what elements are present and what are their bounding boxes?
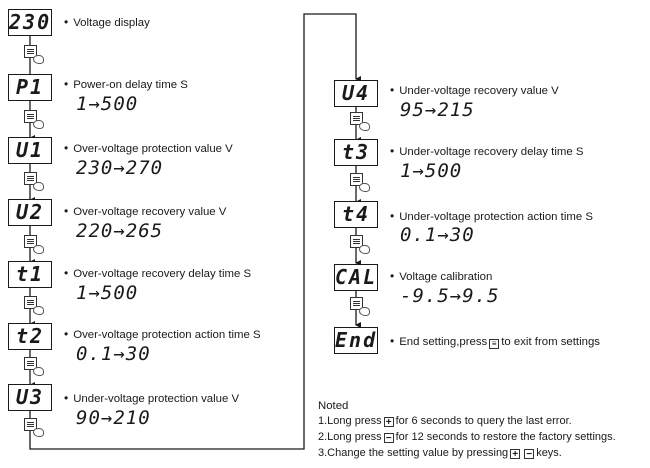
note-2-text: 2.Long press	[318, 431, 382, 443]
menu-key-icon: ≡	[489, 339, 500, 349]
display-p1: P1	[8, 74, 52, 101]
minus-key-icon: −	[524, 449, 535, 460]
menu-key-icon	[24, 357, 37, 370]
display-voltage: 230	[8, 9, 52, 36]
display-t4: t4	[334, 201, 378, 228]
menu-key-icon	[24, 296, 37, 309]
range-under-voltage-action-time: 0.1→30	[400, 224, 475, 246]
label-over-voltage-protection: Over-voltage protection value V	[64, 141, 233, 156]
note-3-text-after: keys.	[536, 447, 562, 459]
press-hand-icon	[33, 367, 44, 376]
range-under-voltage-recovery: 95→215	[400, 99, 475, 121]
press-hand-icon	[359, 183, 370, 192]
display-t1: t1	[8, 261, 52, 288]
display-u4: U4	[334, 80, 378, 107]
label-end-setting: End setting,press≡to exit from settings	[390, 334, 600, 349]
range-over-voltage-recovery: 220→265	[76, 220, 164, 242]
display-end: End	[334, 327, 378, 354]
press-hand-icon	[33, 120, 44, 129]
end-setting-text: End setting,press	[399, 336, 488, 348]
notes-title: Noted	[318, 400, 349, 412]
press-hand-icon	[33, 306, 44, 315]
range-over-voltage-protection: 230→270	[76, 157, 164, 179]
menu-key-icon	[350, 112, 363, 125]
press-hand-icon	[33, 55, 44, 64]
range-under-voltage-recovery-delay: 1→500	[400, 160, 463, 182]
label-over-voltage-recovery: Over-voltage recovery value V	[64, 204, 226, 219]
menu-key-icon	[350, 297, 363, 310]
note-1-text-after: for 6 seconds to query the last error.	[395, 415, 572, 427]
press-hand-icon	[33, 245, 44, 254]
label-voltage-display: Voltage display	[64, 15, 150, 30]
menu-key-icon	[24, 110, 37, 123]
press-hand-icon	[359, 122, 370, 131]
display-t2: t2	[8, 323, 52, 350]
plus-key-icon: +	[383, 417, 394, 428]
menu-key-icon	[24, 235, 37, 248]
range-over-voltage-action-time: 0.1→30	[76, 343, 151, 365]
menu-key-icon	[350, 173, 363, 186]
range-over-voltage-recovery-delay: 1→500	[76, 282, 139, 304]
note-2-text-after: for 12 seconds to restore the factory se…	[395, 431, 616, 443]
display-u1: U1	[8, 137, 52, 164]
label-over-voltage-recovery-delay: Over-voltage recovery delay time S	[64, 266, 251, 281]
label-under-voltage-action-time: Under-voltage protection action time S	[390, 209, 593, 224]
press-hand-icon	[33, 428, 44, 437]
range-voltage-calibration: -9.5→9.5	[400, 285, 500, 307]
end-setting-text-after: to exit from settings	[501, 336, 600, 348]
display-u3: U3	[8, 384, 52, 411]
plus-key-icon: +	[510, 449, 521, 460]
range-power-on-delay: 1→500	[76, 93, 139, 115]
press-hand-icon	[359, 307, 370, 316]
menu-key-icon	[24, 45, 37, 58]
menu-key-icon	[350, 235, 363, 248]
note-3-text: 3.Change the setting value by pressing	[318, 447, 509, 459]
label-under-voltage-recovery-delay: Under-voltage recovery delay time S	[390, 144, 583, 159]
label-over-voltage-action-time: Over-voltage protection action time S	[64, 327, 260, 342]
menu-key-icon	[24, 418, 37, 431]
label-under-voltage-recovery: Under-voltage recovery value V	[390, 83, 559, 98]
minus-key-icon: −	[383, 433, 394, 444]
display-cal: CAL	[334, 264, 378, 291]
press-hand-icon	[359, 245, 370, 254]
note-line-1: 1.Long press+for 6 seconds to query the …	[318, 414, 572, 428]
note-line-3: 3.Change the setting value by pressing+−…	[318, 446, 562, 460]
note-1-text: 1.Long press	[318, 415, 382, 427]
menu-key-icon	[24, 172, 37, 185]
label-power-on-delay: Power-on delay time S	[64, 77, 188, 92]
note-line-2: 2.Long press−for 12 seconds to restore t…	[318, 430, 616, 444]
display-u2: U2	[8, 199, 52, 226]
label-voltage-calibration: Voltage calibration	[390, 269, 492, 284]
label-under-voltage-protection: Under-voltage protection value V	[64, 391, 239, 406]
display-t3: t3	[334, 139, 378, 166]
range-under-voltage-protection: 90→210	[76, 407, 151, 429]
press-hand-icon	[33, 182, 44, 191]
